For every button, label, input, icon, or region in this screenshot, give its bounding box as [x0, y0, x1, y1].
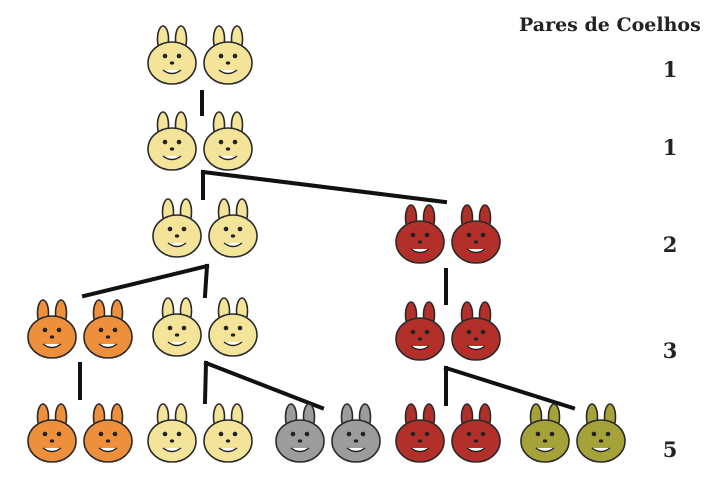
rabbit-icon: [83, 299, 133, 359]
rabbit-icon: [147, 25, 197, 85]
count-generation-5: 5: [662, 437, 678, 462]
connector-line-8: [202, 360, 209, 405]
connector-line-9: [203, 360, 325, 411]
connector-line-5: [202, 263, 210, 299]
count-generation-1: 1: [662, 57, 678, 82]
rabbit-icon: [152, 198, 202, 258]
rabbit-icon: [520, 403, 570, 463]
rabbit-pair-g3-yellow: [152, 198, 258, 258]
rabbit-icon: [395, 301, 445, 361]
count-generation-2: 1: [662, 135, 678, 160]
rabbit-icon: [275, 403, 325, 463]
rabbit-pair-g2-yellow: [147, 111, 253, 171]
rabbit-icon: [208, 297, 258, 357]
rabbit-icon: [395, 204, 445, 264]
count-generation-3: 2: [662, 232, 678, 257]
rabbit-pair-g4-yellow: [152, 297, 258, 357]
rabbit-icon: [203, 111, 253, 171]
rabbit-icon: [203, 403, 253, 463]
connector-line-3: [200, 169, 448, 205]
rabbit-pair-g4-orange: [27, 299, 133, 359]
rabbit-pair-g1-yellow: [147, 25, 253, 85]
rabbit-icon: [208, 198, 258, 258]
rabbit-icon: [203, 25, 253, 85]
rabbit-pair-g3-red: [395, 204, 501, 264]
rabbit-pair-g5-red: [395, 403, 501, 463]
rabbit-pair-g4-red: [395, 301, 501, 361]
connector-line-4: [81, 263, 210, 299]
rabbit-pair-g5-olive: [520, 403, 626, 463]
rabbit-pair-g5-orange: [27, 403, 133, 463]
rabbit-icon: [395, 403, 445, 463]
rabbit-icon: [451, 301, 501, 361]
rabbit-icon: [27, 299, 77, 359]
rabbit-pair-g5-yellow: [147, 403, 253, 463]
rabbit-pair-g5-gray: [275, 403, 381, 463]
rabbit-icon: [147, 111, 197, 171]
rabbit-icon: [451, 204, 501, 264]
rabbit-icon: [83, 403, 133, 463]
rabbit-icon: [147, 403, 197, 463]
rabbit-icon: [451, 403, 501, 463]
rabbit-icon: [576, 403, 626, 463]
header-label: Pares de Coelhos: [519, 14, 701, 36]
count-generation-4: 3: [662, 338, 678, 363]
rabbit-icon: [27, 403, 77, 463]
rabbit-icon: [152, 297, 202, 357]
rabbit-icon: [331, 403, 381, 463]
connector-line-11: [443, 365, 576, 411]
